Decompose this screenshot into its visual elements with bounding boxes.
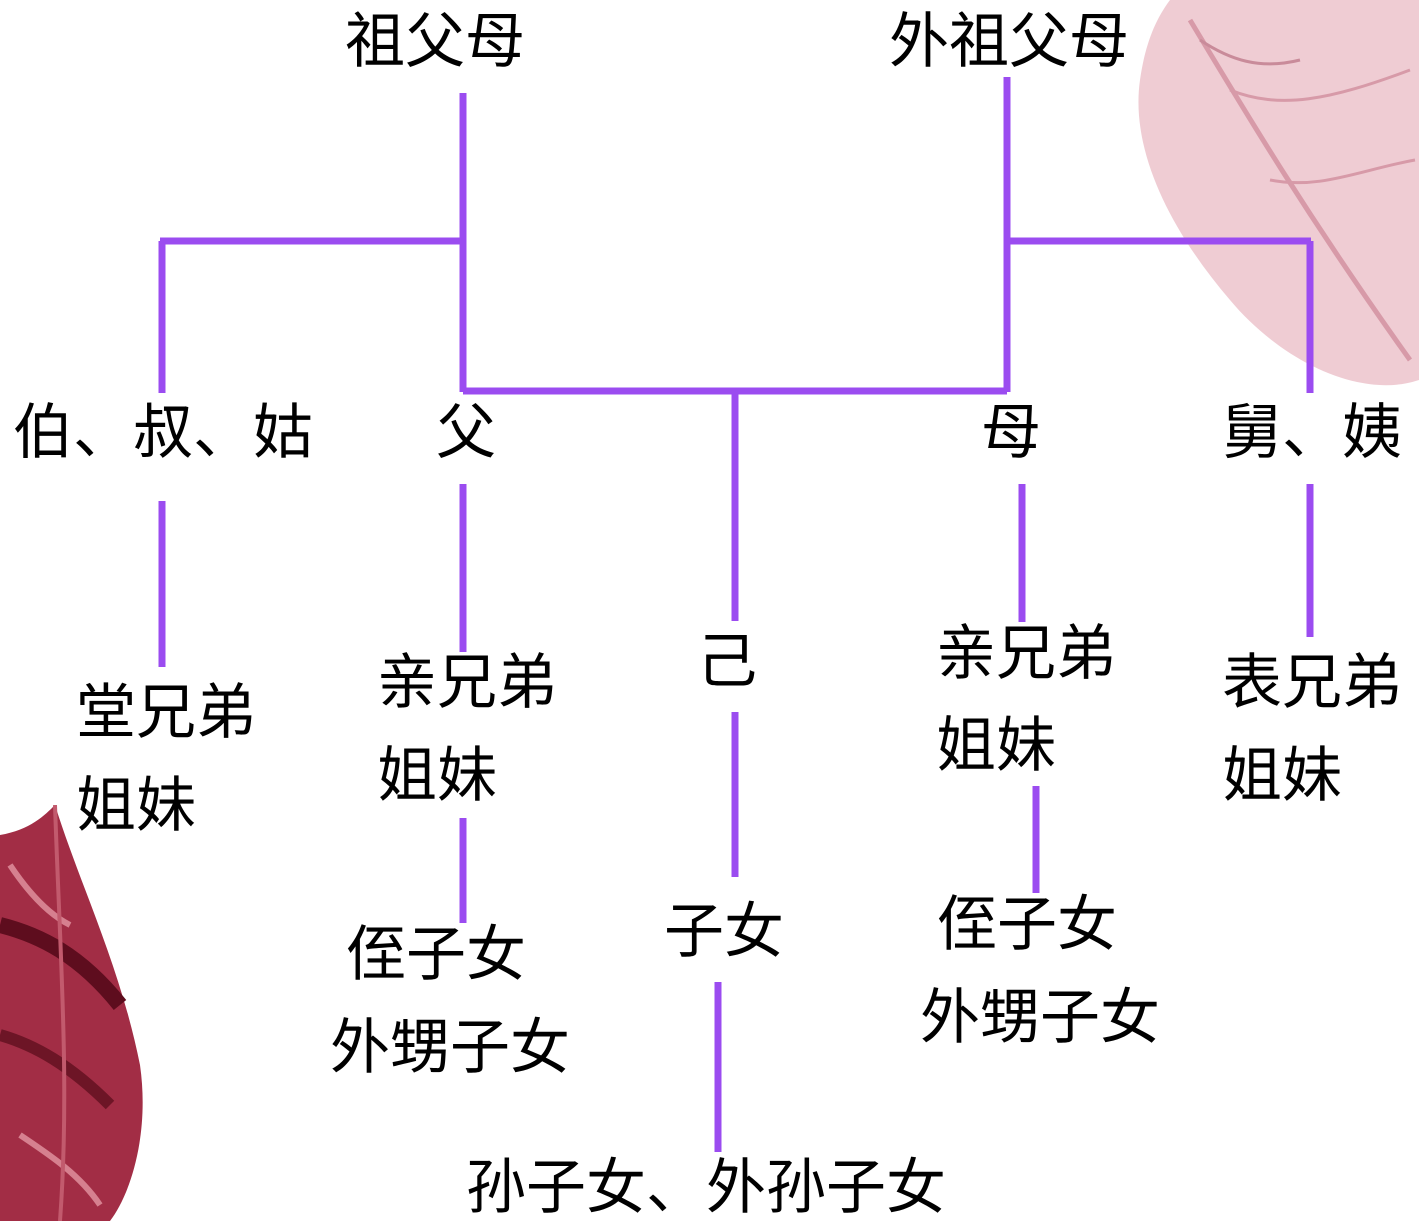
- node-grandchildren: 孙子女、外孙子女: [466, 1153, 946, 1223]
- leaf-bottom-left: [0, 805, 143, 1221]
- node-siblings-right-line1: 亲兄弟: [936, 619, 1116, 689]
- node-siblings-left-line2: 姐妹: [377, 741, 497, 811]
- node-self: 己: [697, 627, 757, 697]
- node-father: 父: [436, 398, 496, 468]
- node-paternal-uncles-aunts: 伯、叔、姑: [13, 398, 313, 468]
- node-cousins-paternal-line1: 堂兄弟: [76, 678, 256, 748]
- node-siblings-left-line1: 亲兄弟: [377, 648, 557, 718]
- node-nephews-right-line2: 外甥子女: [920, 983, 1160, 1053]
- node-children: 子女: [664, 897, 784, 967]
- node-nephews-right-line1: 侄子女: [937, 890, 1117, 960]
- node-cousins-paternal-line2: 姐妹: [76, 771, 196, 841]
- node-paternal-grandparents: 祖父母: [345, 7, 525, 77]
- node-siblings-right-line2: 姐妹: [936, 711, 1056, 781]
- node-cousins-maternal-line2: 姐妹: [1222, 741, 1342, 811]
- node-maternal-uncles-aunts: 舅、姨: [1222, 398, 1402, 468]
- leaf-top-right: [1138, 0, 1419, 386]
- node-mother: 母: [981, 398, 1041, 468]
- node-cousins-maternal-line1: 表兄弟: [1222, 648, 1402, 718]
- node-nephews-left-line1: 侄子女: [346, 920, 526, 990]
- node-maternal-grandparents: 外祖父母: [889, 7, 1129, 77]
- node-nephews-left-line2: 外甥子女: [330, 1013, 570, 1083]
